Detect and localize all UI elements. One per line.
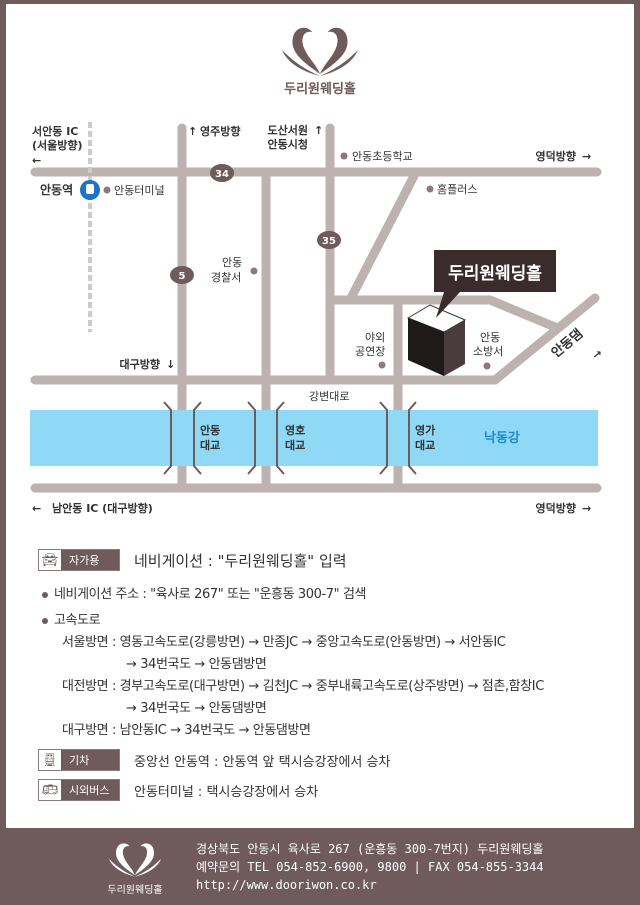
label-bridge1-1: 안동 [200,423,220,437]
label-bridge3-2: 대교 [415,438,435,452]
brand-logo-icon [282,27,358,76]
label-yeongdeok-bottom: 영덕방향 [536,501,576,515]
arrow-up-icon: ↑ [188,125,197,138]
venue-building-icon [406,304,467,376]
label-school: 안동초등학교 [352,150,413,163]
label-station: 안동역 [40,182,73,197]
footer-logo-icon [108,843,162,877]
arrow-left-icon: ← [32,502,41,515]
label-fire-1: 안동 [480,331,500,344]
route-badges [170,164,341,284]
footer-contact: 예약문의 TEL 054-852-6900, 9800 | FAX 054-85… [196,860,544,874]
arrow-up-icon: ↑ [314,124,323,137]
footer-logo: 두리원웨딩홀 [100,838,170,896]
arrow-down-icon: ↓ [166,358,175,371]
daegu-route: 대구방면 : 남안동IC → 34번국도 → 안동댐방면 [62,723,311,738]
brand-name: 두리원웨딩홀 [284,82,356,97]
arrow-right-icon: → [590,346,605,362]
seoul-route-2: → 34번국도 → 안동댐방면 [126,657,267,672]
bus-section: 🚌︎시외버스 안동터미널 : 택시승강장에서 승차 [38,779,318,801]
highway-heading: 고속도로 [42,609,101,628]
route-35: 35 [322,236,336,247]
footer-logo-text: 두리원웨딩홀 [107,885,163,896]
label-homeplus: 홈플러스 [437,182,477,196]
label-daegu: 대구방향 [120,357,160,371]
car-icon: 🚘︎ [39,550,61,570]
train-text: 중앙선 안동역 : 안동역 앞 택시승강장에서 승차 [134,754,391,770]
poi-dots [103,152,491,370]
label-fire-2: 소방서 [473,345,503,358]
route-5: 5 [179,271,186,282]
location-map: 34 35 5 두리원웨딩홀 서안동 IC (서울방향) ← ↑ 영주방향 도산… [30,122,605,515]
label-theater-2: 공연장 [355,345,385,358]
label-cityhall: 안동시청 [268,137,308,151]
arrow-right-icon: → [582,150,591,163]
label-seoan-ic: 서안동 IC [32,124,78,138]
label-police-1: 안동 [222,256,242,269]
car-section: 🚘︎자가용 네비게이션 : "두리원웨딩홀" 입력 [38,549,347,571]
venue-callout [434,250,556,292]
car-tag: 🚘︎자가용 [38,549,120,571]
route-34: 34 [215,169,229,180]
label-theater-1: 야외 [365,331,385,344]
bus-text: 안동터미널 : 택시승강장에서 승차 [134,784,319,800]
label-dosan: 도산서원 [268,123,308,137]
bus-tag: 🚌︎시외버스 [38,779,120,801]
label-yeongju: 영주방향 [200,124,240,138]
label-yeongdeok-top: 영덕방향 [536,149,576,163]
daejeon-route-2: → 34번국도 → 안동댐방면 [126,701,267,716]
label-police-2: 경찰서 [211,271,241,284]
train-icon: 🚆︎ [39,750,61,770]
label-riverside-road: 강변대로 [309,390,349,403]
label-namandong: 남안동 IC (대구방향) [52,501,153,515]
roads [30,123,602,493]
arrow-right-icon: → [582,502,591,515]
label-bridge2-2: 대교 [285,438,305,452]
label-seoan-ic-dir: (서울방향) [32,138,83,152]
arrow-left-icon: ← [32,154,41,167]
river [30,410,598,466]
label-bridge1-2: 대교 [200,438,220,452]
seoul-route-1: 서울방면 : 영동고속도로(강릉방면) → 만종JC → 중앙고속도로(안동방면… [62,635,506,650]
label-river: 낙동강 [484,430,520,446]
car-title: 네비게이션 : "두리원웨딩홀" 입력 [134,551,347,570]
label-bridge2-1: 영호 [285,423,305,437]
bus-icon: 🚌︎ [39,780,61,800]
footer: 두리원웨딩홀 경상북도 안동시 육사로 267 (운흥동 300-7번지) 두리… [0,828,640,905]
nav-address: 네비게이션 주소 : "육사로 267" 또는 "운흥동 300-7" 검색 [42,583,366,602]
label-terminal: 안동터미널 [114,184,165,197]
footer-url[interactable]: http://www.dooriwon.co.kr [196,878,377,892]
bridge-marks [163,401,417,475]
train-tag: 🚆︎기차 [38,749,120,771]
train-section: 🚆︎기차 중앙선 안동역 : 안동역 앞 택시승강장에서 승차 [38,749,390,771]
footer-address: 경상북도 안동시 육사로 267 (운흥동 300-7번지) 두리원웨딩홀 [196,842,544,856]
label-bridge3-1: 영가 [415,423,435,437]
venue-label: 두리원웨딩홀 [448,263,542,284]
daejeon-route-1: 대전방면 : 경부고속도로(대구방면) → 김천JC → 중부내륙고속도로(상주… [62,679,544,694]
train-station-icon [80,180,100,200]
